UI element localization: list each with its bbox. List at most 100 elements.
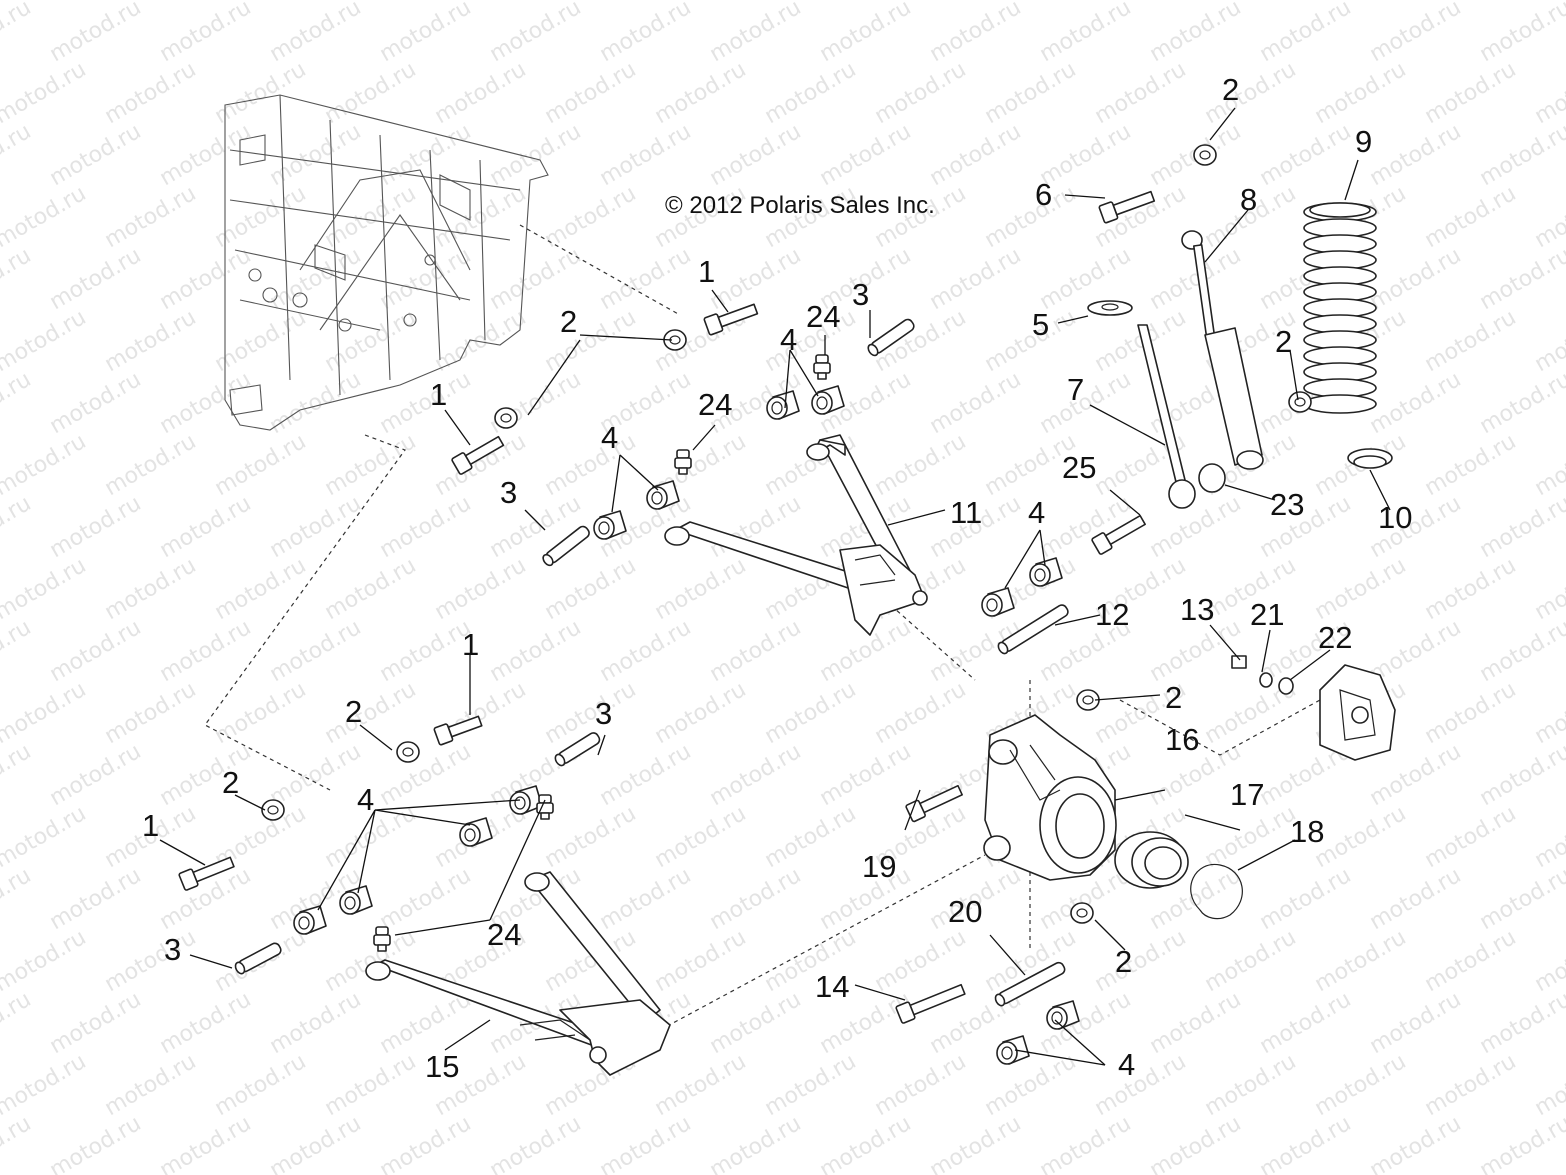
watermark-text: motod.ru — [1311, 801, 1411, 873]
watermark-text: motod.ru — [1476, 367, 1566, 439]
nut — [1288, 391, 1312, 413]
watermark-text: motod.ru — [0, 429, 90, 501]
watermark-text: motod.ru — [926, 1111, 1026, 1175]
bolt — [895, 983, 966, 1024]
callout-12: 12 — [1095, 597, 1129, 632]
shock-absorber — [1181, 230, 1264, 470]
watermark-text: motod.ru — [1201, 1049, 1301, 1121]
watermark-text: motod.ru — [46, 1111, 146, 1175]
watermark-text: motod.ru — [1476, 491, 1566, 563]
watermark-text: motod.ru — [0, 305, 90, 377]
watermark-text: motod.ru — [486, 615, 586, 687]
callout-22: 22 — [1318, 620, 1352, 655]
bushing — [996, 1035, 1030, 1065]
bushing — [459, 817, 493, 847]
callout-2: 2 — [1222, 72, 1239, 107]
nut — [494, 407, 518, 429]
watermark-text: motod.ru — [1421, 181, 1521, 253]
callout-numbers: 1 1 1 1 2 2 2 2 2 2 2 2 3 3 3 3 4 4 4 4 … — [142, 72, 1412, 1084]
pin-sleeve — [554, 732, 601, 767]
nut — [1193, 144, 1217, 166]
watermark-text: motod.ru — [871, 57, 971, 129]
callout-18: 18 — [1290, 814, 1324, 849]
watermark-text: motod.ru — [211, 429, 311, 501]
callout-3: 3 — [595, 696, 612, 731]
watermark-text: motod.ru — [1421, 305, 1521, 377]
pin-sleeve — [997, 604, 1069, 655]
watermark-text: motod.ru — [596, 119, 696, 191]
washer-21 — [1259, 672, 1273, 688]
watermark-text: motod.ru — [1311, 1049, 1411, 1121]
watermark-text: motod.ru — [0, 243, 35, 315]
watermark-text: motod.ru — [156, 243, 256, 315]
watermark-text: motod.ru — [926, 0, 1026, 67]
watermark-text: motod.ru — [651, 925, 751, 997]
watermark-text: motod.ru — [0, 615, 35, 687]
callout-17: 17 — [1230, 777, 1264, 812]
watermark-text: motod.ru — [0, 677, 90, 749]
watermark-text: motod.ru — [1311, 553, 1411, 625]
watermark-text: motod.ru — [1146, 1111, 1246, 1175]
callout-3: 3 — [852, 277, 869, 312]
watermark-text: motod.ru — [101, 305, 201, 377]
watermark-text: motod.ru — [376, 491, 476, 563]
watermark-text: motod.ru — [266, 491, 366, 563]
watermark-text: motod.ru — [156, 0, 256, 67]
watermark-text: motod.ru — [541, 181, 641, 253]
watermark-text: motod.ru — [156, 739, 256, 811]
bushing — [339, 885, 373, 915]
watermark-text: motod.ru — [0, 119, 35, 191]
watermark-text: motod.ru — [541, 801, 641, 873]
watermark-text: motod.ru — [266, 367, 366, 439]
callout-1: 1 — [698, 254, 715, 289]
watermark-text: motod.ru — [101, 181, 201, 253]
watermark-text: motod.ru — [1256, 1111, 1356, 1175]
bolt — [1098, 190, 1156, 224]
watermark-text: motod.ru — [266, 987, 366, 1059]
watermark-text: motod.ru — [1256, 863, 1356, 935]
watermark-text: motod.ru — [1201, 925, 1301, 997]
watermark-text: motod.ru — [266, 739, 366, 811]
callout-20: 20 — [948, 894, 982, 929]
watermark-text: motod.ru — [1476, 615, 1566, 687]
watermark-text: motod.ru — [651, 801, 751, 873]
watermark-text: motod.ru — [816, 119, 916, 191]
watermark-text: motod.ru — [1146, 0, 1246, 67]
watermark-text: motod.ru — [1366, 987, 1466, 1059]
watermark-text: motod.ru — [596, 1111, 696, 1175]
watermark-text: motod.ru — [0, 181, 90, 253]
watermark-text: motod.ru — [211, 1049, 311, 1121]
watermark-text: motod.ru — [431, 57, 531, 129]
watermark-text: motod.ru — [266, 1111, 366, 1175]
watermark-text: motod.ru — [926, 243, 1026, 315]
leader-lines — [159, 107, 1391, 1066]
watermark-text: motod.ru — [816, 739, 916, 811]
watermark-text: motod.ru — [0, 491, 35, 563]
watermark-text: motod.ru — [0, 739, 35, 811]
watermark-text: motod.ru — [376, 615, 476, 687]
wheel-bearing — [1114, 831, 1189, 889]
watermark-text: motod.ru — [1531, 801, 1566, 873]
watermark-text: motod.ru — [1421, 57, 1521, 129]
callout-13: 13 — [1180, 592, 1214, 627]
callout-8: 8 — [1240, 182, 1257, 217]
callout-24: 24 — [487, 917, 521, 952]
pin-sleeve — [867, 318, 915, 357]
bearing-carrier — [983, 714, 1117, 881]
callout-2: 2 — [560, 304, 577, 339]
bolt — [178, 856, 235, 891]
watermark-text: motod.ru — [321, 1049, 421, 1121]
watermark-text: motod.ru — [926, 367, 1026, 439]
watermark-text: motod.ru — [1366, 367, 1466, 439]
watermark-text: motod.ru — [1091, 925, 1191, 997]
callout-2: 2 — [1165, 680, 1182, 715]
watermark-text: motod.ru — [0, 801, 90, 873]
callout-2: 2 — [222, 765, 239, 800]
watermark-text: motod.ru — [211, 553, 311, 625]
watermark-text: motod.ru — [486, 1111, 586, 1175]
watermark-text: motod.ru — [101, 677, 201, 749]
watermark-text: motod.ru — [46, 491, 146, 563]
bolt — [451, 435, 505, 475]
grease-fitting — [536, 794, 554, 820]
